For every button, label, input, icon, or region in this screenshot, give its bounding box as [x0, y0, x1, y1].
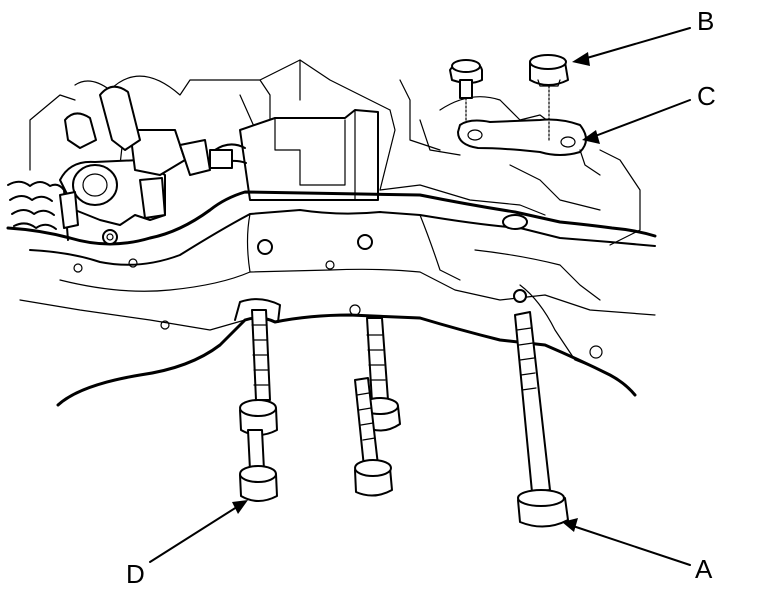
- engine-background: [29, 59, 641, 246]
- small-bolt: [449, 59, 483, 123]
- callout-label-b: B: [697, 6, 714, 36]
- transmission-mount: [209, 109, 379, 201]
- gearbox-clamp: [59, 85, 211, 229]
- flange-nut-b: [529, 54, 569, 141]
- subframe-bolt-left-upper: [239, 309, 278, 436]
- subframe-bolt-d: [239, 429, 278, 502]
- subframe: [6, 190, 657, 407]
- callout-label-c: C: [697, 81, 716, 111]
- callout-leaders: [149, 27, 691, 566]
- subframe-bolt-middle-lower: [354, 377, 393, 497]
- callout-label-a: A: [695, 554, 713, 584]
- stiffener-plate-c: [419, 118, 601, 176]
- steering-boot: [7, 180, 69, 241]
- callout-label-d: D: [126, 559, 145, 589]
- subframe-bolt-a: [514, 311, 569, 528]
